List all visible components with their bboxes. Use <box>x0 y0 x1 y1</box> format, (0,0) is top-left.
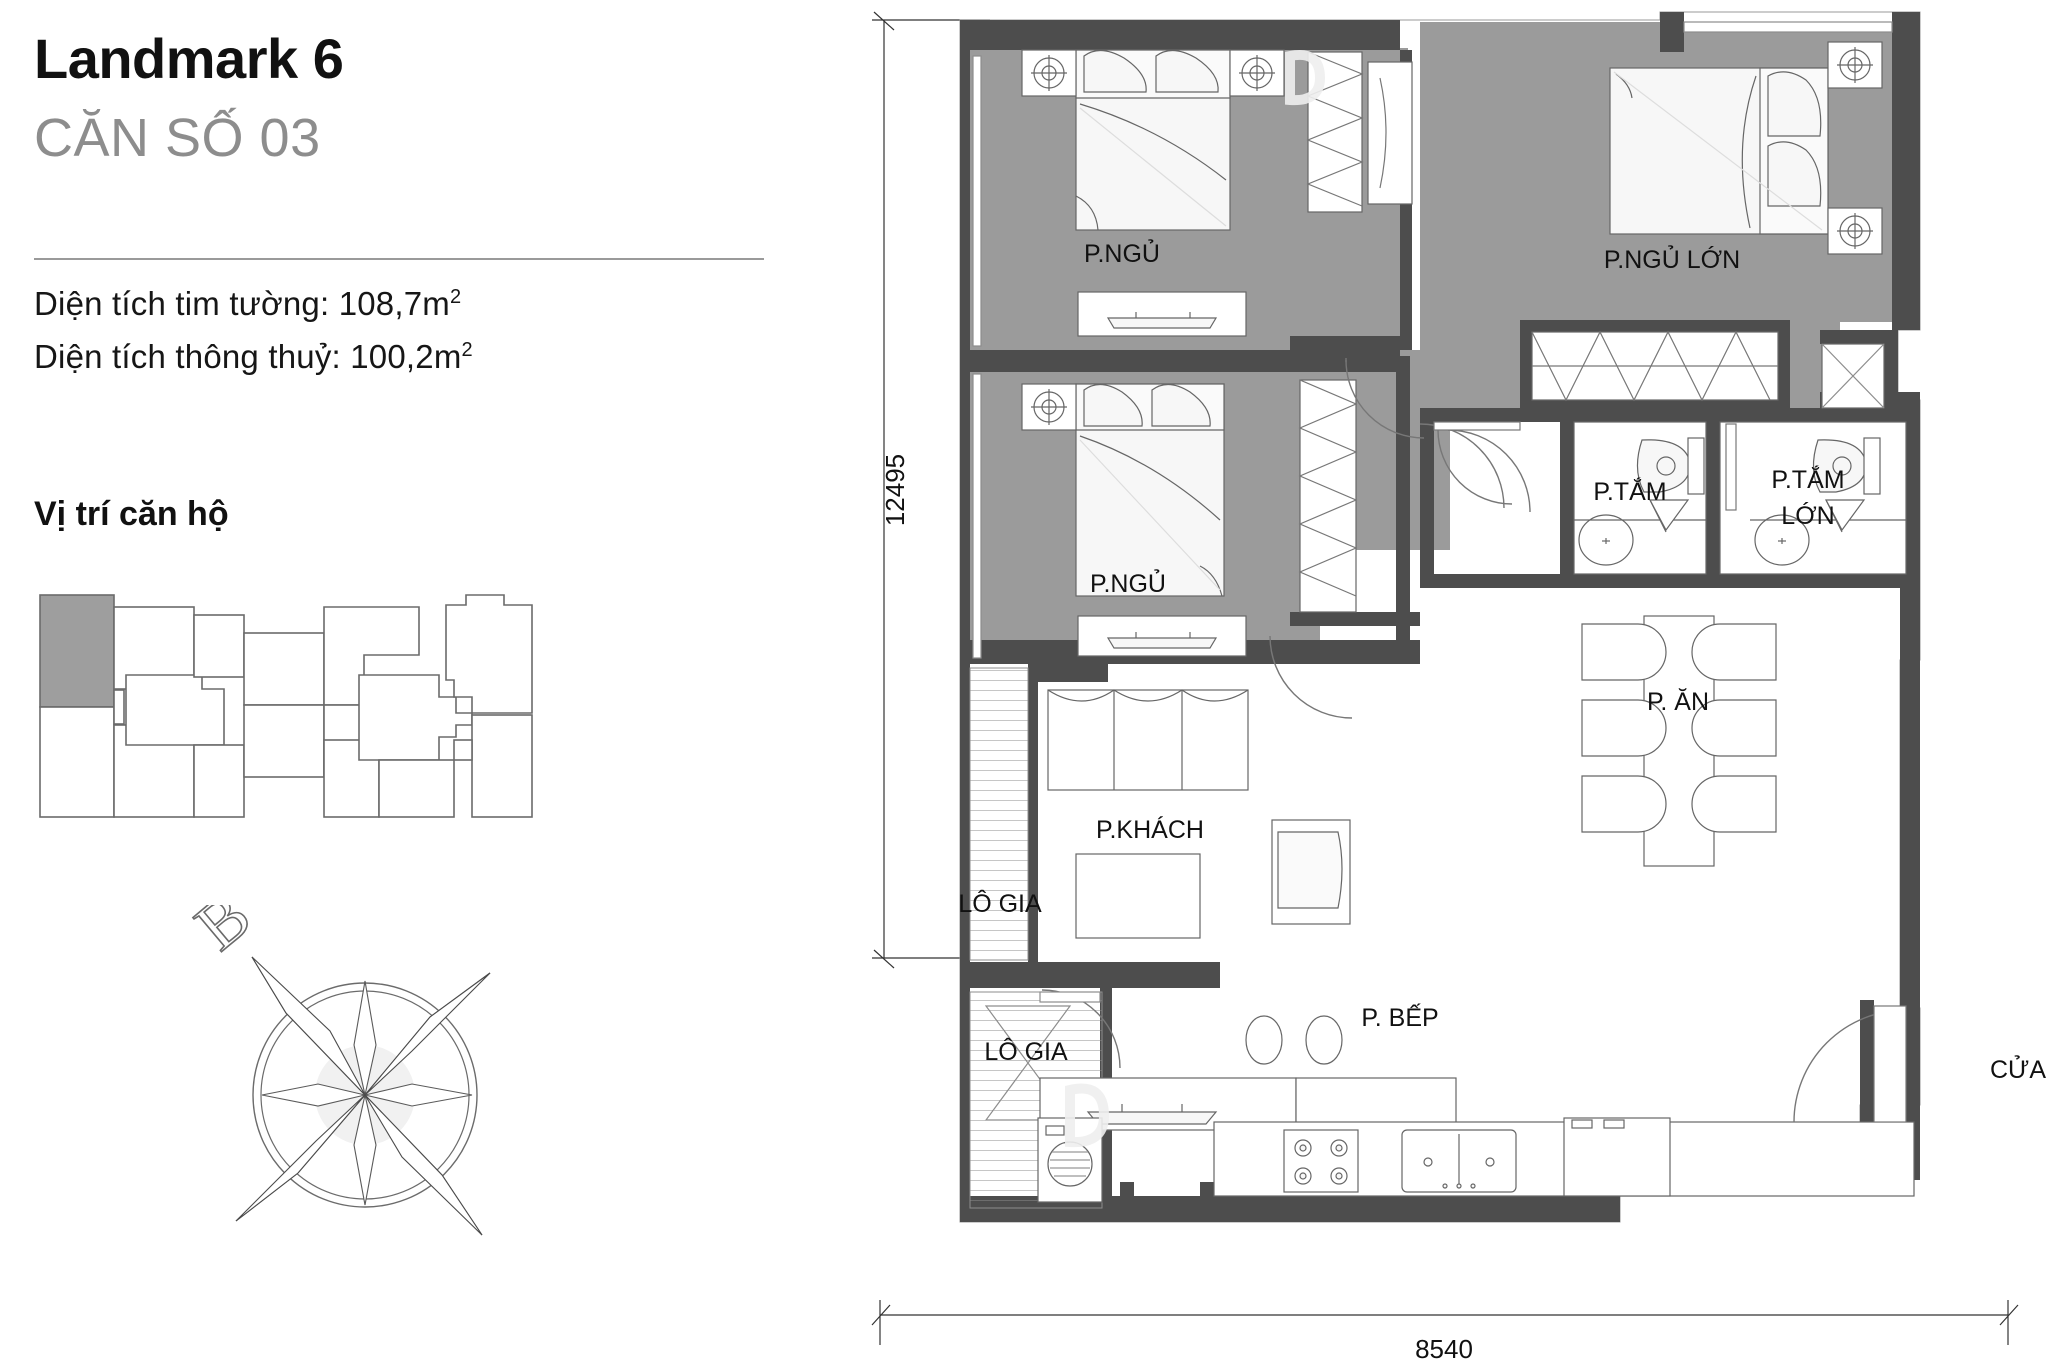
wardrobe-bedroom-1 <box>1306 51 1364 213</box>
area-net-superscript: 2 <box>461 339 473 361</box>
storage-niche <box>1821 343 1885 409</box>
balcony-upper-hatch <box>969 667 1029 961</box>
dim-horizontal-label: 8540 <box>1415 1334 1473 1364</box>
bed-master-bedroom <box>1609 41 1883 255</box>
master-bathroom-fixtures <box>1719 421 1907 575</box>
room-label-balcony-lower: LÔ GIA <box>984 1037 1068 1066</box>
bathroom-door-leaves <box>1433 421 1737 511</box>
living-room-furniture <box>1039 689 1457 1131</box>
room-label-master-bath-2: LỚN <box>1781 501 1834 530</box>
room-label-bedroom-1: P.NGỦ <box>1084 238 1160 268</box>
floor-plan-drawing: 12495 8540 <box>860 0 2048 1366</box>
area-gross-label: Diện tích tim tường: 108,7m <box>34 285 450 322</box>
watermark <box>1065 50 1326 1148</box>
unit-subtitle: CĂN SỐ 03 <box>34 107 321 168</box>
wardrobe-corridor-closet <box>1367 61 1413 205</box>
bed-bedroom-1 <box>1021 49 1285 337</box>
entrance-label: CỬA <box>1990 1054 2046 1084</box>
room-label-dining-room: P. ĂN <box>1647 687 1709 716</box>
room-label-living-room: P.KHÁCH <box>1096 815 1204 844</box>
compass-minor-points <box>261 980 473 1206</box>
area-net-label: Diện tích thông thuỷ: 100,2m <box>34 338 462 375</box>
bathroom-fixtures <box>1573 421 1707 575</box>
title-divider <box>34 258 764 260</box>
room-label-master-bath: P.TẮM <box>1771 464 1844 494</box>
entry-door-leaf <box>1873 1005 1907 1123</box>
location-heading: Vị trí căn hộ <box>34 495 229 533</box>
room-label-bathroom: P.TẮM <box>1593 476 1666 506</box>
dim-vertical-label: 12495 <box>880 454 910 526</box>
room-label-balcony-upper: LÔ GIA <box>958 889 1042 918</box>
title-block: Landmark 6 CĂN SỐ 03 <box>34 27 794 169</box>
key-plan-diagram <box>34 585 594 825</box>
area-gross-text: Diện tích tim tường: 108,7m2 <box>34 285 461 323</box>
room-label-master-bedroom: P.NGỦ LỚN <box>1604 244 1740 274</box>
compass-north-label: B <box>190 905 264 964</box>
wardrobe-bedroom-2 <box>1298 379 1358 613</box>
info-panel: Landmark 6 CĂN SỐ 03 Diện tích tim tường… <box>0 0 860 1366</box>
compass-rose: B <box>190 905 520 1245</box>
room-label-bedroom-2: P.NGỦ <box>1090 568 1166 598</box>
area-gross-superscript: 2 <box>449 286 462 308</box>
page-title: Landmark 6 <box>34 27 344 90</box>
area-net-text: Diện tích thông thuỷ: 100,2m2 <box>34 338 473 376</box>
key-plan-highlighted-unit <box>39 594 115 708</box>
kitchen-fixtures <box>1037 1117 1915 1203</box>
sliding-doors <box>972 21 1893 1003</box>
room-label-kitchen: P. BẾP <box>1361 1003 1438 1032</box>
dimension-lines <box>871 11 2019 1345</box>
dining-furniture <box>1581 615 1777 867</box>
bed-bedroom-2 <box>1021 383 1247 657</box>
compass-major-points <box>235 956 491 1236</box>
room-labels: P.NGỦ P.NGỦ P.NGỦ LỚN P.TẮM P.TẮM LỚN P.… <box>958 238 2046 1084</box>
wardrobe-master-bedroom <box>1531 330 1779 402</box>
